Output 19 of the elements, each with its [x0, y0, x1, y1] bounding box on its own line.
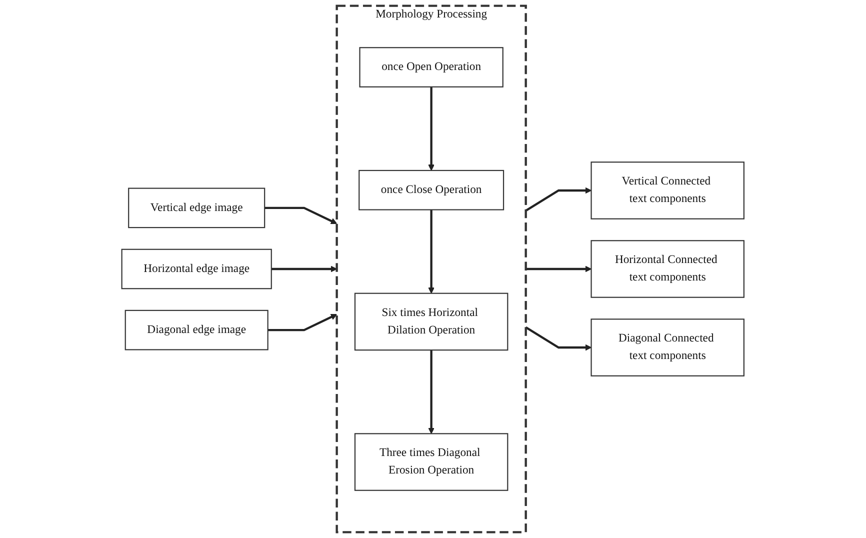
node-box: Diagonal edge image — [124, 310, 268, 350]
node-box: once Open Operation — [359, 47, 504, 88]
arrow — [428, 350, 435, 434]
node-box: Horizontal Connected text components — [590, 240, 745, 298]
node-box: Diagonal Connected text components — [590, 318, 745, 376]
node-box: Six times Horizontal Dilation Operation — [354, 292, 508, 351]
node-box: Vertical Connected text components — [590, 162, 745, 220]
arrow — [525, 326, 592, 351]
arrow — [268, 314, 338, 332]
arrow — [526, 266, 592, 272]
node-box: Vertical edge image — [128, 188, 266, 228]
arrow — [428, 86, 435, 171]
node-box: once Close Operation — [358, 170, 504, 210]
node-box: Three times Diagonal Erosion Operation — [354, 433, 508, 491]
arrow — [264, 206, 338, 224]
node-box: Horizontal edge image — [121, 248, 272, 290]
arrow — [428, 210, 435, 294]
arrow — [272, 266, 338, 272]
arrow — [525, 187, 592, 212]
